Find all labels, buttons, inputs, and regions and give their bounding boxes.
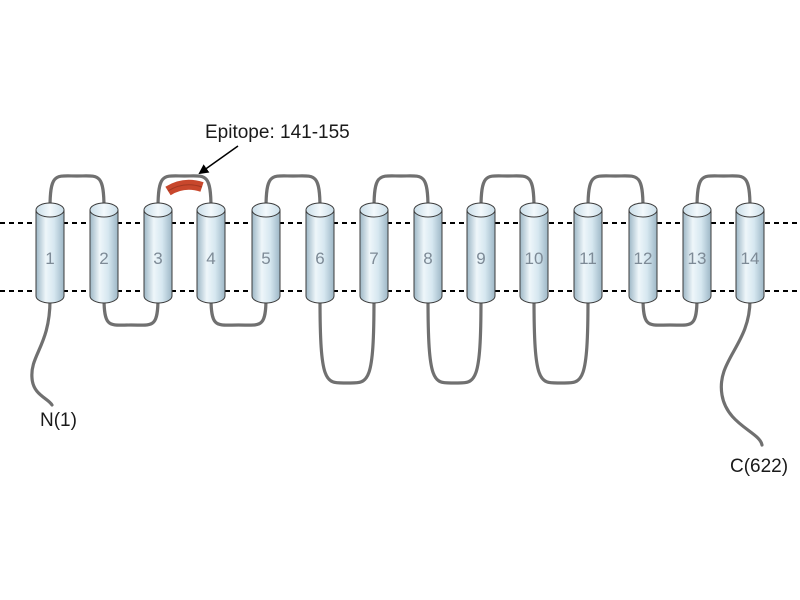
helix-body bbox=[196, 209, 226, 304]
n-terminal-tail bbox=[30, 298, 54, 407]
helix-body bbox=[735, 209, 765, 304]
helix-cap bbox=[682, 202, 712, 218]
helix-number: 12 bbox=[634, 249, 653, 268]
helix-number: 4 bbox=[206, 249, 215, 268]
extracellular-loop-3 bbox=[156, 174, 213, 210]
c-terminus-label: C(622) bbox=[730, 456, 788, 477]
helix-number: 2 bbox=[99, 249, 108, 268]
intracellular-loop-4 bbox=[209, 296, 268, 327]
helix-number: 7 bbox=[369, 249, 378, 268]
helix-cap bbox=[359, 202, 389, 218]
helix-14: 14 bbox=[735, 202, 765, 304]
helix-cap bbox=[519, 202, 549, 218]
helix-2: 2 bbox=[89, 202, 119, 304]
extracellular-loop-5 bbox=[264, 174, 322, 210]
helix-3: 3 bbox=[143, 202, 173, 304]
helix-number: 8 bbox=[423, 249, 432, 268]
loops bbox=[30, 174, 764, 447]
helix-12: 12 bbox=[628, 202, 658, 304]
helix-body bbox=[466, 209, 496, 304]
extracellular-loop-1 bbox=[48, 174, 106, 210]
helix-cap bbox=[251, 202, 281, 218]
intracellular-loop-8 bbox=[426, 296, 483, 385]
helix-body bbox=[413, 209, 443, 304]
helix-number: 1 bbox=[45, 249, 54, 268]
helix-cap bbox=[413, 202, 443, 218]
helix-number: 14 bbox=[741, 249, 760, 268]
helix-number: 5 bbox=[261, 249, 270, 268]
helix-body bbox=[573, 209, 603, 304]
helix-cap bbox=[35, 202, 65, 218]
epitope-label: Epitope: 141-155 bbox=[205, 122, 350, 143]
helix-6: 6 bbox=[305, 202, 335, 304]
helix-body bbox=[519, 209, 549, 304]
helix-cap bbox=[573, 202, 603, 218]
helix-7: 7 bbox=[359, 202, 389, 304]
extracellular-loop-7 bbox=[372, 174, 430, 210]
c-terminal-tail bbox=[719, 298, 764, 447]
helix-body bbox=[359, 209, 389, 304]
helix-cap bbox=[628, 202, 658, 218]
helix-11: 11 bbox=[573, 202, 603, 304]
helix-body bbox=[143, 209, 173, 304]
n-terminus-label: N(1) bbox=[40, 410, 77, 431]
helix-body bbox=[251, 209, 281, 304]
helix-5: 5 bbox=[251, 202, 281, 304]
helix-body bbox=[628, 209, 658, 304]
extracellular-loop-11 bbox=[586, 174, 645, 210]
helix-number: 13 bbox=[688, 249, 707, 268]
helix-cap bbox=[735, 202, 765, 218]
helix-body bbox=[682, 209, 712, 304]
intracellular-loop-12 bbox=[641, 296, 699, 327]
helix-body bbox=[89, 209, 119, 304]
helix-body bbox=[35, 209, 65, 304]
intracellular-loop-10 bbox=[532, 296, 590, 385]
intracellular-loop-6 bbox=[318, 296, 376, 385]
helix-8: 8 bbox=[413, 202, 443, 304]
extracellular-loop-13 bbox=[695, 174, 752, 210]
helix-number: 11 bbox=[579, 249, 597, 268]
helix-body bbox=[305, 209, 335, 304]
helix-10: 10 bbox=[519, 202, 549, 304]
helix-number: 10 bbox=[525, 249, 544, 268]
helix-number: 9 bbox=[476, 249, 485, 268]
helix-cap bbox=[89, 202, 119, 218]
helix-cap bbox=[143, 202, 173, 218]
helix-number: 6 bbox=[315, 249, 324, 268]
intracellular-loop-2 bbox=[102, 296, 160, 327]
epitope-marker-outline bbox=[167, 184, 203, 192]
extracellular-loop-9 bbox=[479, 174, 536, 210]
helix-cap bbox=[466, 202, 496, 218]
helix-13: 13 bbox=[682, 202, 712, 304]
helix-1: 1 bbox=[35, 202, 65, 304]
helix-9: 9 bbox=[466, 202, 496, 304]
epitope-arrow bbox=[198, 145, 239, 175]
helix-cap bbox=[196, 202, 226, 218]
helix-cap bbox=[305, 202, 335, 218]
helix-4: 4 bbox=[196, 202, 226, 304]
helix-number: 3 bbox=[153, 249, 162, 268]
